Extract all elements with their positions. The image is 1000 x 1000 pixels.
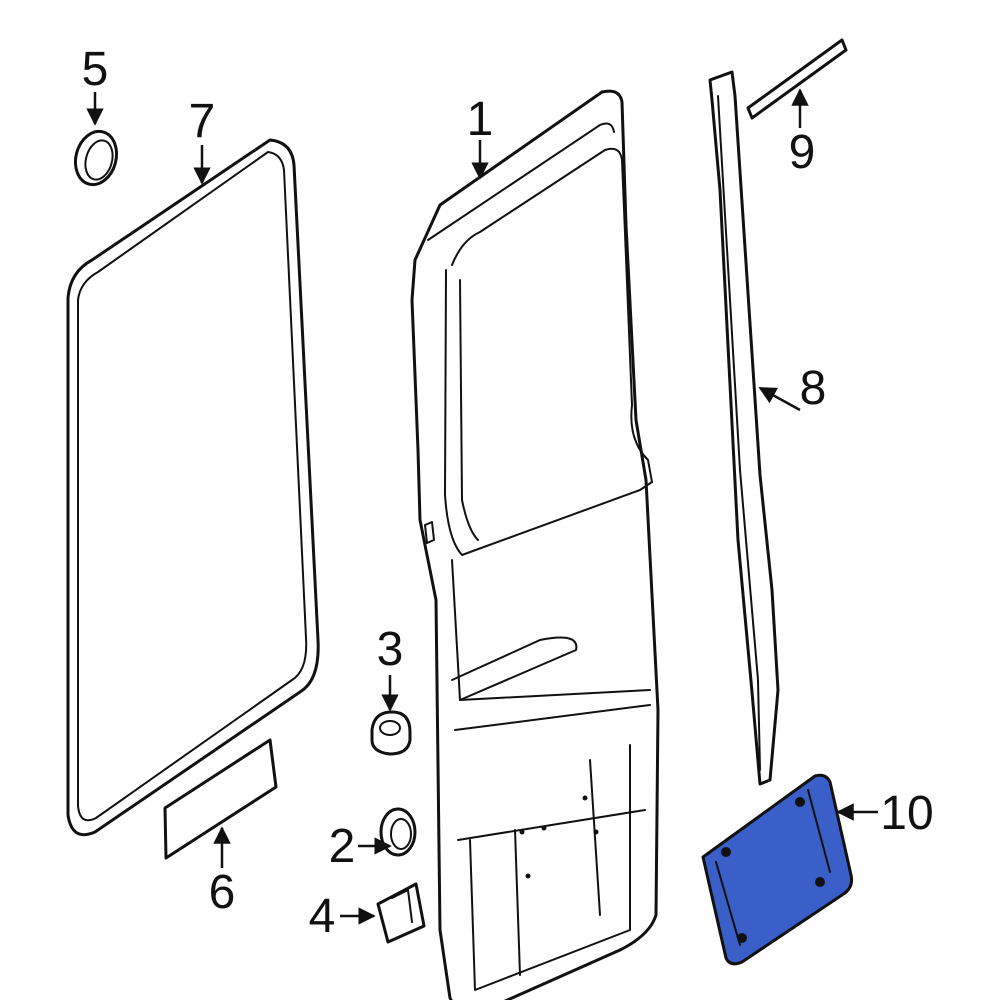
callout-1: 1 <box>467 93 494 146</box>
callout-3: 3 <box>377 623 404 676</box>
weatherstrip-part[interactable] <box>66 138 320 837</box>
clip-part[interactable] <box>376 882 426 944</box>
label-part[interactable] <box>163 738 278 860</box>
license-plate-bracket-part[interactable] <box>701 773 854 966</box>
bracket-fill <box>701 773 854 966</box>
callout-7: 7 <box>189 95 216 148</box>
callout-4: 4 <box>309 890 336 943</box>
leader-lines <box>86 88 878 925</box>
callout-2: 2 <box>329 820 356 873</box>
callout-6: 6 <box>209 866 236 919</box>
cap-part[interactable] <box>70 127 123 190</box>
callout-5: 5 <box>82 43 109 96</box>
plug-part[interactable] <box>379 807 417 857</box>
tape-strip-part[interactable] <box>746 38 848 120</box>
bumper-part[interactable] <box>370 710 412 756</box>
callout-8: 8 <box>800 362 827 415</box>
callout-9: 9 <box>789 126 816 179</box>
callout-10: 10 <box>880 787 933 840</box>
door-shell-part[interactable] <box>410 89 660 1000</box>
seal-strip-part[interactable] <box>708 70 780 786</box>
